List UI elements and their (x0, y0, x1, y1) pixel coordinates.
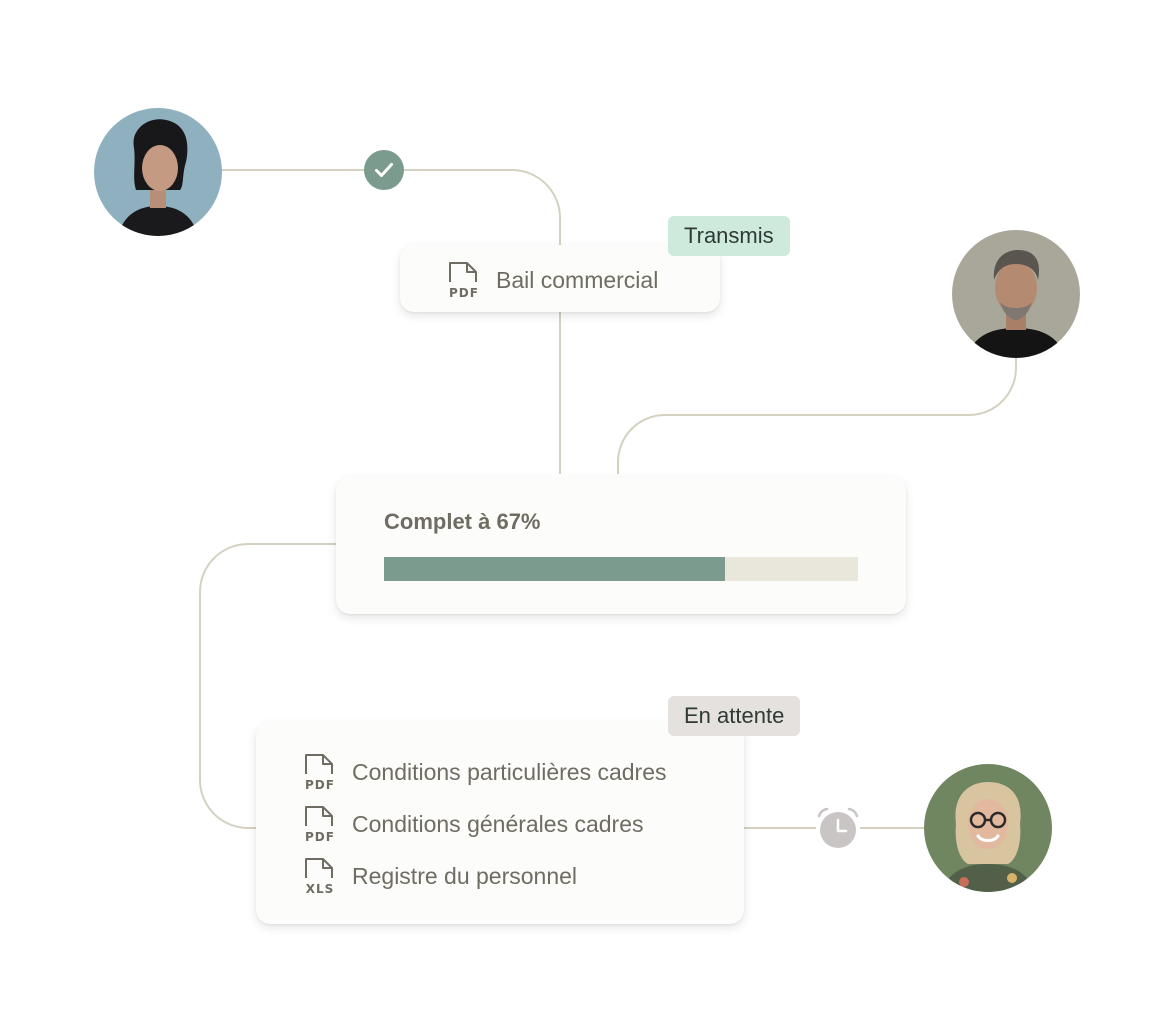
pdf-file-icon: PDF (449, 262, 479, 300)
progress-label: Complet à 67% (384, 509, 541, 534)
progress-bar (384, 557, 858, 581)
avatar-woman-blonde-glasses[interactable] (924, 764, 1052, 892)
file-item[interactable]: XLS Registre du personnel (302, 856, 577, 896)
file-name: Conditions générales cadres (352, 810, 644, 837)
pdf-file-icon: PDF (305, 806, 335, 844)
file-name: Registre du personnel (352, 862, 578, 889)
pdf-file-icon: PDF (305, 754, 335, 792)
file-type-label: PDF (305, 778, 335, 792)
status-badge-sent: Transmis (668, 216, 790, 256)
alarm-clock-icon (815, 806, 861, 852)
file-name: Bail commercial (496, 266, 659, 293)
file-type-label: XLS (306, 882, 335, 896)
check-icon (364, 150, 404, 190)
file-item[interactable]: PDF Bail commercial (446, 260, 658, 300)
file-type-label: PDF (305, 830, 335, 844)
avatar-man-grey-hair[interactable] (952, 230, 1080, 358)
file-name: Conditions particulières cadres (352, 758, 667, 785)
progress-card: Complet à 67% (336, 477, 906, 614)
file-item[interactable]: PDF Conditions particulières cadres (302, 752, 667, 792)
avatar-woman-dark-hair[interactable] (94, 108, 222, 236)
xls-file-icon: XLS (305, 858, 335, 896)
document-card[interactable]: PDF Bail commercial (400, 245, 720, 312)
progress-bar-fill (384, 557, 726, 581)
status-badge-pending: En attente (668, 696, 801, 736)
pending-documents-card[interactable]: PDF Conditions particulières cadres PDF … (256, 722, 744, 924)
file-type-label: PDF (449, 286, 479, 300)
file-item[interactable]: PDF Conditions générales cadres (302, 804, 644, 844)
